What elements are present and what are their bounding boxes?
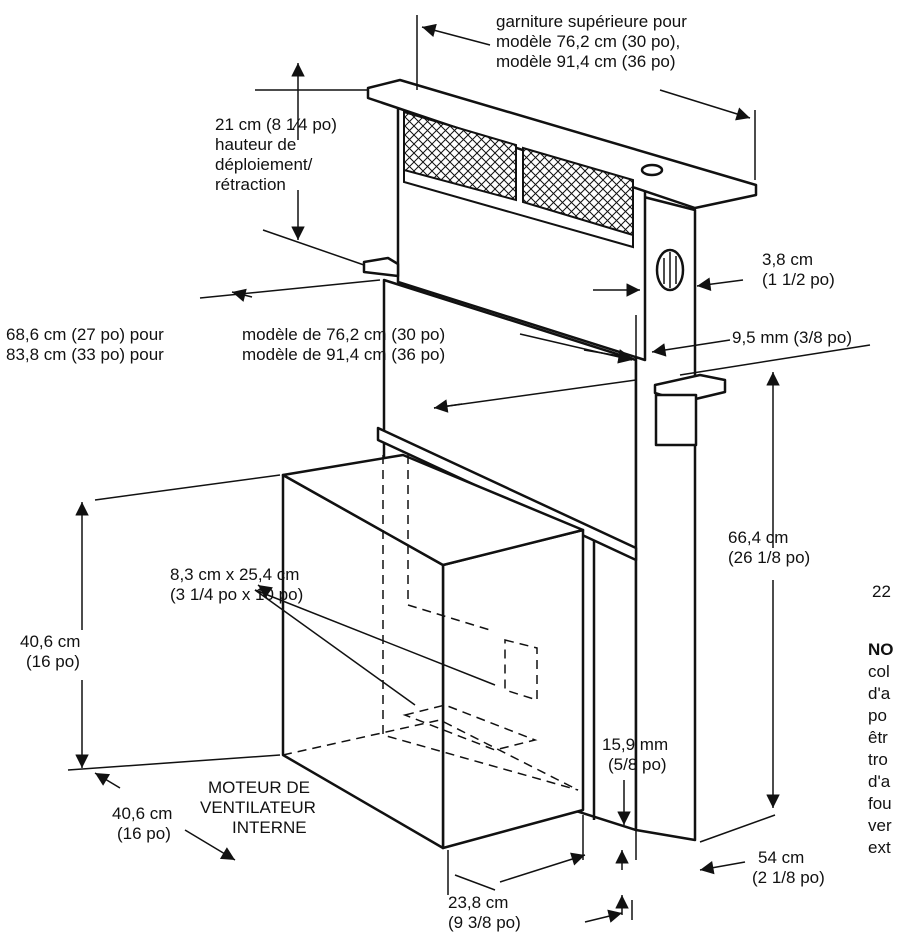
label-width-right-1: modèle de 76,2 cm (30 po) xyxy=(242,325,446,344)
side-chimney xyxy=(634,193,697,842)
note-line-3: po xyxy=(868,706,887,725)
label-38cm-2: (1 1/2 po) xyxy=(762,270,835,289)
label-238-1: 23,8 cm xyxy=(448,893,509,912)
filter-left xyxy=(403,110,517,202)
label-opening-2: (3 1/4 po x 10 po) xyxy=(170,585,304,604)
label-motor-3: INTERNE xyxy=(232,818,307,837)
label-664-1: 66,4 cm xyxy=(728,528,789,547)
opening-2 xyxy=(402,704,538,751)
label-deploy-3: déploiement/ xyxy=(215,155,313,174)
left-tab xyxy=(362,256,400,278)
label-trim-2: modèle 76,2 cm (30 po), xyxy=(496,32,681,51)
label-width-left-2: 83,8 cm (33 po) pour xyxy=(6,345,164,364)
label-95mm: 9,5 mm (3/8 po) xyxy=(732,328,852,347)
note-line-6: d'a xyxy=(868,772,891,791)
label-motor-2: VENTILATEUR xyxy=(200,798,316,817)
note-line-8: ver xyxy=(868,816,892,835)
label-motor-1: MOTEUR DE xyxy=(208,778,310,797)
filter-frame xyxy=(403,170,634,249)
trim-hole xyxy=(640,163,664,177)
label-width-left-1: 68,6 cm (27 po) pour xyxy=(6,325,164,344)
note-line-5: tro xyxy=(868,750,888,769)
label-664-2: (26 1/8 po) xyxy=(728,548,811,567)
opening-1 xyxy=(504,639,538,702)
vent-body xyxy=(281,78,758,850)
hidden-lines xyxy=(282,455,579,791)
label-38cm-1: 3,8 cm xyxy=(762,250,814,269)
label-54-2: (2 1/8 po) xyxy=(752,868,825,887)
label-54-1: 54 cm xyxy=(758,848,805,867)
label-trim-1: garniture supérieure pour xyxy=(496,12,687,31)
label-height-406-2: (16 po) xyxy=(26,652,80,671)
note-line-7: fou xyxy=(868,794,892,813)
motor-box-top xyxy=(281,453,585,567)
note-heading: NO xyxy=(868,640,894,659)
note-line-2: d'a xyxy=(868,684,891,703)
label-22: 22 xyxy=(872,582,891,601)
label-deploy-1: 21 cm (8 1⁄4 po) xyxy=(215,115,337,134)
note-line-1: col xyxy=(868,662,890,681)
label-height-406-1: 40,6 cm xyxy=(20,632,81,651)
label-trim-3: modèle 91,4 cm (36 po) xyxy=(496,52,676,71)
label-deploy-2: hauteur de xyxy=(215,135,297,154)
motor-box-front xyxy=(441,528,585,850)
label-opening-1: 8,3 cm x 25,4 cm xyxy=(170,565,300,584)
label-deploy-4: rétraction xyxy=(215,175,286,194)
label-depth-406-1: 40,6 cm xyxy=(112,804,173,823)
note-line-4: êtr xyxy=(868,728,888,747)
label-238-2: (9 3/8 po) xyxy=(448,913,521,932)
side-tab xyxy=(654,393,698,447)
label-width-right-2: modèle de 91,4 cm (36 po) xyxy=(242,345,446,364)
label-depth-406-2: (16 po) xyxy=(117,824,171,843)
label-159-2: (5/8 po) xyxy=(608,755,667,774)
top-trim xyxy=(366,78,758,210)
dimension-lines xyxy=(67,15,871,923)
note-line-9: ext xyxy=(868,838,891,857)
label-159-1: 15,9 mm xyxy=(602,735,669,754)
